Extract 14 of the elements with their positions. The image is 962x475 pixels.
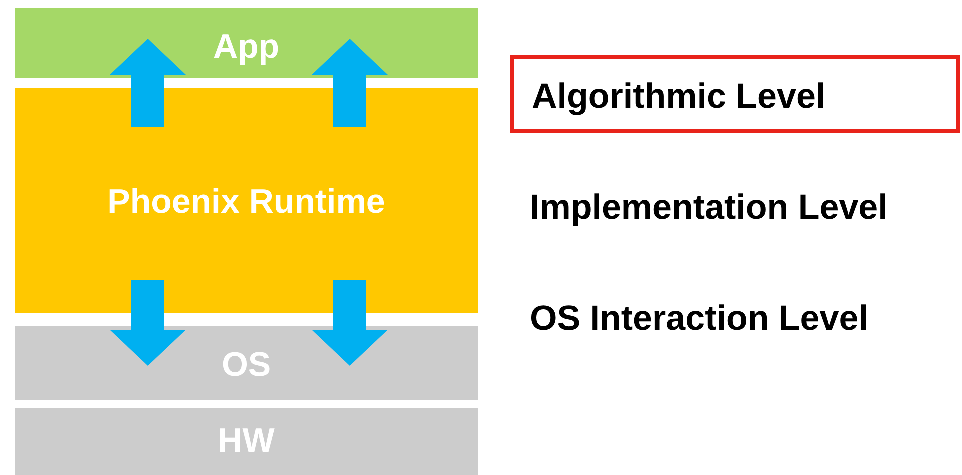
block-arrow	[312, 39, 388, 127]
runtime-layer-box	[15, 88, 478, 313]
level-label: OS Interaction Level	[530, 299, 868, 339]
block-arrow	[110, 280, 186, 366]
layer-label: Phoenix Runtime	[106, 183, 386, 222]
highlight-box	[510, 55, 960, 133]
os-layer-box	[15, 326, 478, 400]
app-layer-box	[15, 8, 478, 78]
level-label: Implementation Level	[530, 188, 888, 228]
layer-label: App	[212, 28, 281, 67]
layer-label: Algorithmic Level	[531, 77, 827, 117]
hardware-layer-box	[15, 408, 478, 475]
block-arrow	[312, 280, 388, 366]
block-arrow	[110, 39, 186, 127]
